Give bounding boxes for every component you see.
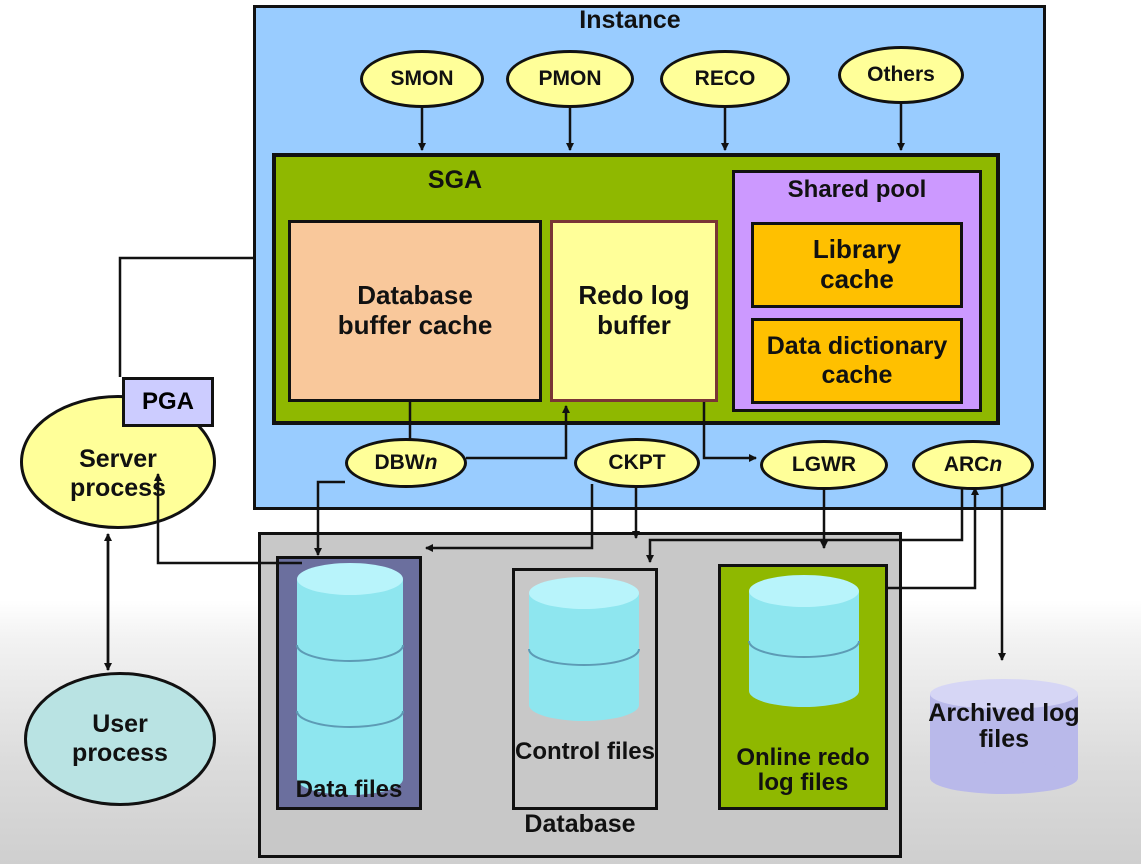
sga-title: SGA — [427, 166, 483, 194]
reco-process: RECO — [660, 50, 790, 108]
pga-box: PGA — [122, 377, 214, 427]
redo-log-buffer: Redo log buffer — [550, 220, 718, 402]
redo-log-files-cylinder-icon — [748, 575, 860, 707]
ckpt-datafiles-arrow — [425, 484, 594, 552]
dbwn-base: DBW — [374, 451, 425, 474]
shared-pool-title: Shared pool — [787, 176, 927, 203]
dbwn-redo-arrow — [466, 405, 570, 460]
arcn-base: ARC — [943, 453, 990, 476]
control-files-box: Control files — [512, 568, 658, 810]
data-dictionary-cache: Data dictionary cache — [751, 318, 963, 404]
others-process: Others — [838, 46, 964, 104]
redo-lgwr-arrow — [702, 402, 757, 462]
database-title: Database — [524, 810, 636, 838]
library-cache-label: Library cache — [812, 234, 902, 294]
redo-log-files-box: Online redo log files — [718, 564, 888, 810]
pmon-process: PMON — [506, 50, 634, 108]
ckpt-process: CKPT — [574, 438, 700, 488]
server-process: Server process — [20, 395, 216, 529]
server-process-label: Server process — [70, 445, 166, 502]
smon-process: SMON — [360, 50, 484, 108]
buffer-cache-label: Database buffer cache — [337, 280, 493, 340]
arcn-suffix: n — [989, 453, 1003, 476]
data-files-cylinder-icon — [296, 563, 404, 795]
lgwr-process: LGWR — [760, 440, 888, 490]
datafiles-server-arrow — [154, 473, 302, 565]
data-files-box: Data files — [276, 556, 422, 810]
instance-title: Instance — [579, 6, 681, 34]
library-cache: Library cache — [751, 222, 963, 308]
redo-log-files-label: Online redo log files — [736, 744, 870, 797]
user-process: User process — [24, 672, 216, 806]
archived-label: Archived log files — [928, 699, 1080, 754]
dictionary-cache-label: Data dictionary cache — [766, 332, 948, 389]
data-files-label: Data files — [295, 776, 403, 803]
redo-buffer-label: Redo log buffer — [578, 280, 690, 340]
arcn-control-arrow — [646, 486, 964, 563]
control-files-cylinder-icon — [528, 577, 640, 721]
server-instance-line — [118, 256, 256, 377]
dbwn-suffix: n — [424, 451, 438, 474]
archived-cylinder-icon — [930, 679, 1078, 794]
database-buffer-cache: Database buffer cache — [288, 220, 542, 402]
redo-arcn-line — [888, 487, 979, 590]
control-files-label: Control files — [515, 738, 656, 765]
user-process-label: User process — [72, 710, 168, 767]
dbwn-datafiles-arrow — [314, 480, 345, 556]
